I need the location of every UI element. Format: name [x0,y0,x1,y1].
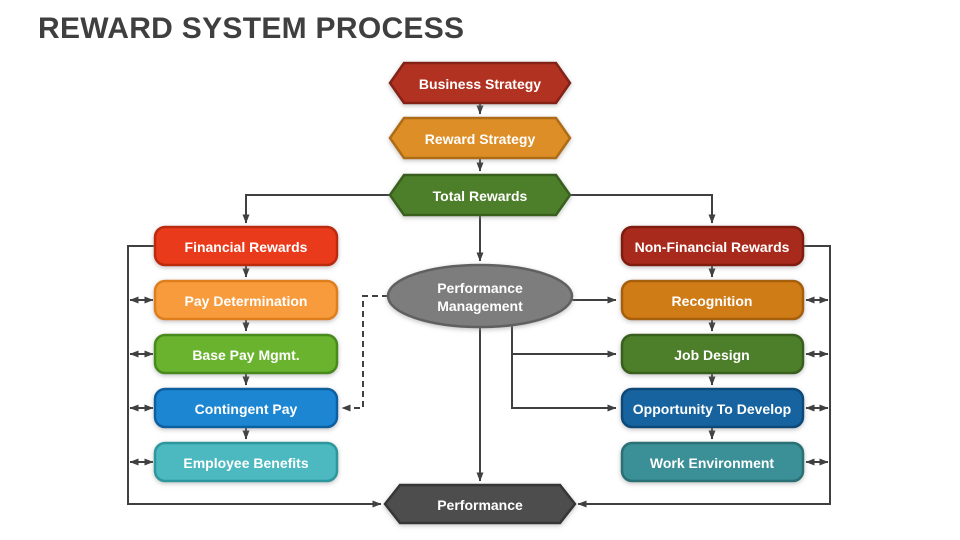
right-spine-to-performance [577,245,831,508]
node-recognition: Recognition [620,279,805,321]
reward-strategy-hexagon [388,116,572,160]
connector-lines [127,104,831,508]
job-design-box [620,333,805,375]
node-contingent-pay: Contingent Pay [153,387,339,429]
node-pay-determination: Pay Determination [153,279,339,321]
arrow-total-to-financial [242,194,390,224]
performance-management-label-line1: Performance [437,280,523,296]
job-design-label: Job Design [674,347,749,363]
left-spine-to-performance [127,245,382,508]
node-base-pay-mgmt: Base Pay Mgmt. [153,333,339,375]
base-pay-mgmt-box [153,333,339,375]
arrow-performance-mgmt-to-job-design [511,324,617,358]
node-total-rewards: Total Rewards [388,173,572,217]
reward-strategy-label: Reward Strategy [425,131,536,147]
recognition-box [620,279,805,321]
opportunity-to-develop-box [620,387,805,429]
node-work-environment: Work Environment [620,441,805,483]
node-performance: Performance [383,483,577,525]
non-financial-rewards-box [620,225,805,267]
contingent-pay-label: Contingent Pay [195,401,298,417]
business-strategy-label: Business Strategy [419,76,541,92]
employee-benefits-box [153,441,339,483]
performance-hexagon [383,483,577,525]
contingent-pay-box [153,387,339,429]
pay-determination-label: Pay Determination [185,293,308,309]
node-job-design: Job Design [620,333,805,375]
performance-label: Performance [437,497,523,513]
work-environment-box [620,441,805,483]
base-pay-mgmt-label: Base Pay Mgmt. [192,347,299,363]
page-title: REWARD SYSTEM PROCESS [38,12,465,45]
pay-determination-box [153,279,339,321]
financial-rewards-label: Financial Rewards [185,239,308,255]
arrow-performance-mgmt-to-opportunity [511,354,617,412]
opportunity-to-develop-label: Opportunity To Develop [633,401,791,417]
work-environment-label: Work Environment [650,455,775,471]
node-financial-rewards: Financial Rewards [153,225,339,267]
node-opportunity-to-develop: Opportunity To Develop [620,387,805,429]
dashed-arrow-performance-mgmt-to-contingent-pay [341,295,388,412]
performance-management-label-line2: Management [437,298,523,314]
financial-rewards-box [153,225,339,267]
non-financial-rewards-label: Non-Financial Rewards [635,239,790,255]
total-rewards-label: Total Rewards [433,188,528,204]
arrow-total-to-non-financial [570,194,716,224]
business-strategy-hexagon [388,61,572,105]
node-non-financial-rewards: Non-Financial Rewards [620,225,805,267]
recognition-label: Recognition [672,293,753,309]
node-performance-management: Performance Management [386,263,574,329]
total-rewards-hexagon [388,173,572,217]
node-reward-strategy: Reward Strategy [388,116,572,160]
employee-benefits-label: Employee Benefits [183,455,308,471]
node-employee-benefits: Employee Benefits [153,441,339,483]
performance-management-ellipse [386,263,574,329]
node-business-strategy: Business Strategy [388,61,572,105]
